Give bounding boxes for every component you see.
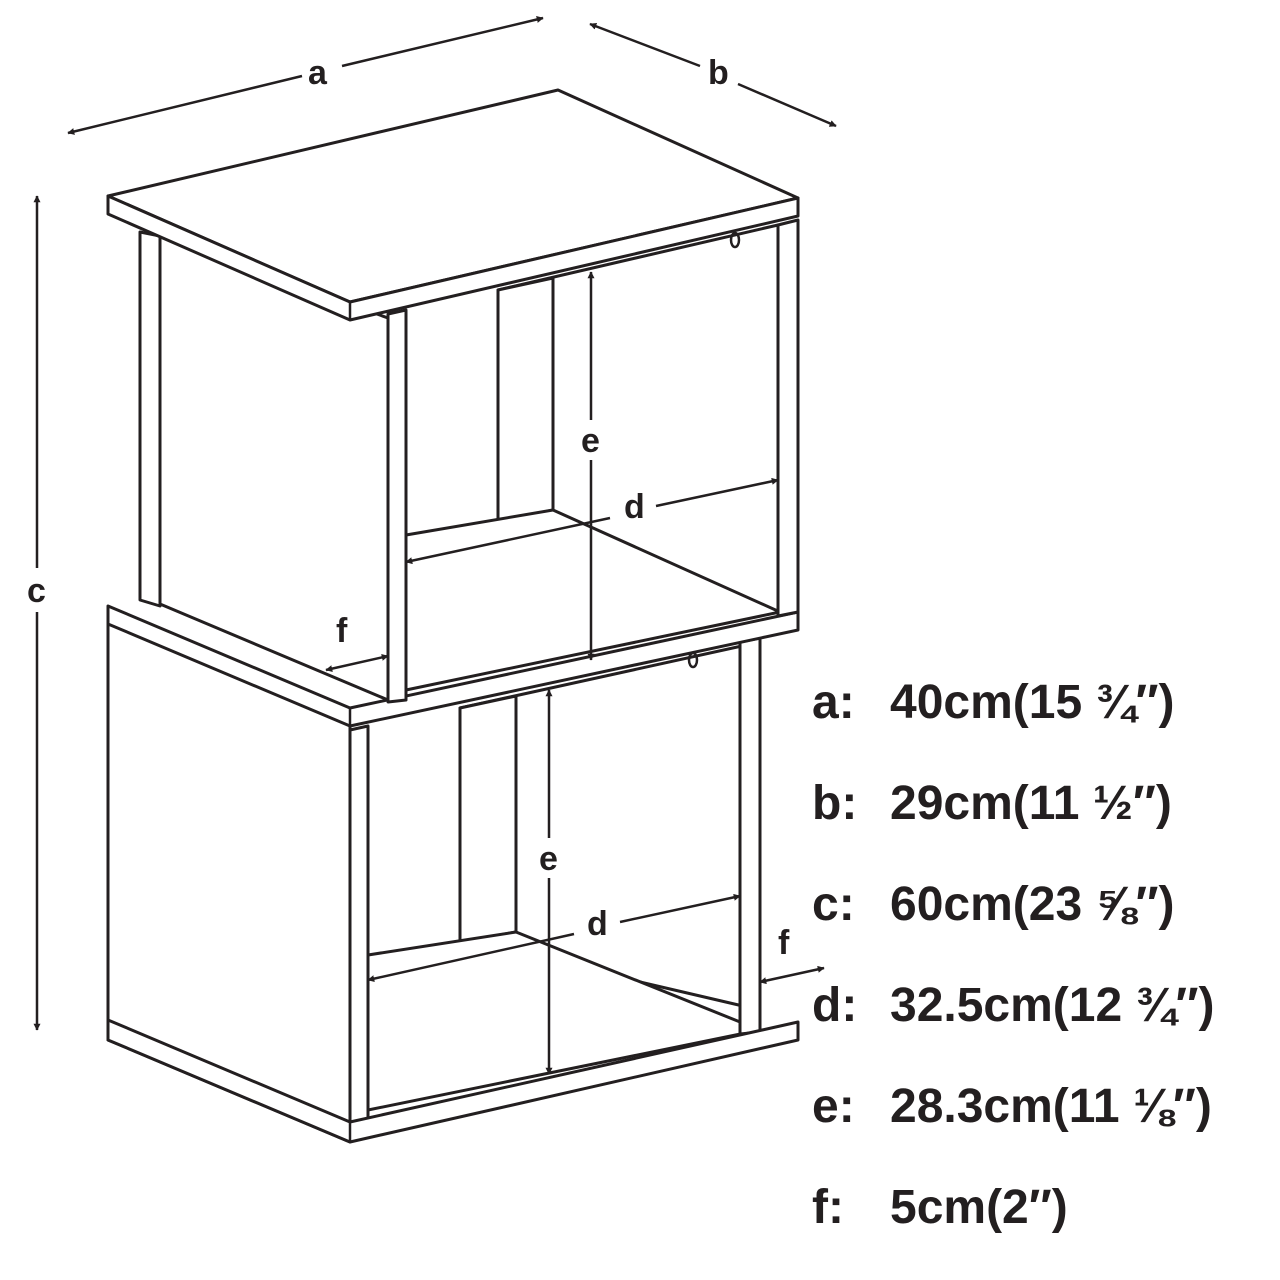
label-a: a: [308, 54, 328, 92]
legend-value: 60cm(23 ⅝″): [890, 878, 1175, 931]
dimension-a: a: [67, 16, 544, 135]
legend-row-e: e: 28.3cm(11 ⅛″): [812, 1072, 1272, 1173]
upper-front-edge: [386, 308, 408, 704]
lower-right-post: [738, 636, 762, 1036]
label-b: b: [708, 54, 729, 92]
dimension-d-lower: d: [367, 893, 741, 983]
lower-cube: [106, 604, 800, 1144]
legend-key: e:: [812, 1080, 855, 1133]
dimension-c: c: [27, 195, 46, 1031]
dimension-f-lower: f: [759, 924, 825, 985]
lower-divider: [458, 694, 518, 944]
legend-value: 5cm(2″): [890, 1181, 1068, 1234]
legend-key: c:: [812, 878, 855, 931]
upper-right-post: [776, 218, 800, 618]
legend-row-d: d: 32.5cm(12 ¾″): [812, 971, 1272, 1072]
legend-value: 28.3cm(11 ⅛″): [890, 1080, 1212, 1133]
label-e-upper: e: [581, 422, 600, 460]
lower-hole: [687, 651, 699, 669]
dimension-d-upper: d: [405, 477, 779, 565]
legend-key: b:: [812, 777, 858, 830]
legend-row-a: a: 40cm(15 ¾″): [812, 668, 1272, 769]
legend-row-b: b: 29cm(11 ½″): [812, 769, 1272, 870]
legend-key: f:: [812, 1181, 844, 1234]
lower-front-edge: [348, 724, 370, 1130]
legend-value: 40cm(15 ¾″): [890, 676, 1175, 729]
dimension-e-upper: e: [581, 271, 600, 661]
dimension-e-lower: e: [539, 689, 558, 1075]
legend-row-c: c: 60cm(23 ⅝″): [812, 870, 1272, 971]
legend-value: 32.5cm(12 ¾″): [890, 979, 1215, 1032]
dimension-legend: a: 40cm(15 ¾″) b: 29cm(11 ½″) c: 60cm(23 ⅝″…: [812, 668, 1272, 1274]
legend-key: d:: [812, 979, 858, 1032]
dimension-b: b: [589, 22, 837, 128]
legend-value: 29cm(11 ½″): [890, 777, 1172, 830]
upper-cube: [106, 88, 800, 704]
upper-hole: [729, 231, 741, 249]
upper-divider: [496, 276, 555, 524]
legend-key: a:: [812, 676, 855, 729]
label-e-lower: e: [539, 840, 558, 878]
label-d-lower: d: [587, 905, 608, 943]
label-f-lower: f: [778, 924, 790, 962]
label-c: c: [27, 572, 46, 610]
dimension-f-upper: f: [325, 612, 389, 673]
upper-left-post: [138, 230, 162, 608]
label-d-upper: d: [624, 488, 645, 526]
legend-row-f: f: 5cm(2″): [812, 1173, 1272, 1274]
label-f-upper: f: [336, 612, 348, 650]
